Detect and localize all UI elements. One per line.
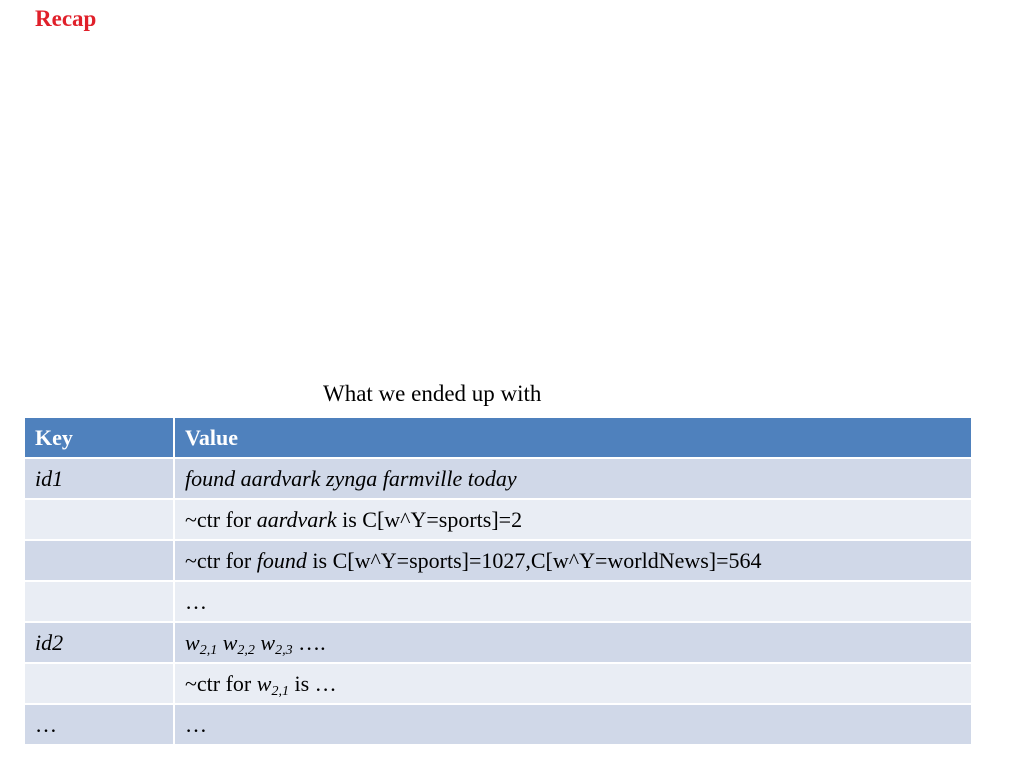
row-key: id2 <box>23 621 175 664</box>
row-value: w2,1 w2,2 w2,3 …. <box>173 621 973 664</box>
row-key: … <box>23 703 175 746</box>
row-key <box>23 498 175 541</box>
key-value-table: Key Value id1 found aardvark zynga farmv… <box>23 416 973 746</box>
value-suffix: …. <box>292 629 326 655</box>
row-value: … <box>173 580 973 623</box>
word-token: w2,1 <box>185 629 218 658</box>
row-key <box>23 539 175 582</box>
value-suffix: is … <box>288 670 337 696</box>
table-row: ~ctr for w2,1 is … <box>23 662 973 705</box>
table-caption: What we ended up with <box>323 381 542 406</box>
header-key: Key <box>23 416 175 459</box>
slide-title: Recap <box>35 6 97 31</box>
table-row: ~ctr for aardvark is C[w^Y=sports]=2 <box>23 498 973 541</box>
header-value: Value <box>173 416 973 459</box>
word-token: w2,2 <box>222 629 255 658</box>
row-value: ~ctr for found is C[w^Y=sports]=1027,C[w… <box>173 539 973 582</box>
word-token: w2,3 <box>260 629 293 658</box>
value-prefix: ~ctr for <box>185 547 257 573</box>
table-row: id2 w2,1 w2,2 w2,3 …. <box>23 621 973 664</box>
row-value: ~ctr for w2,1 is … <box>173 662 973 705</box>
row-key <box>23 662 175 705</box>
row-value: found aardvark zynga farmville today <box>173 457 973 500</box>
value-prefix: ~ctr for <box>185 670 257 696</box>
value-suffix: is C[w^Y=sports]=1027,C[w^Y=worldNews]=5… <box>306 547 762 573</box>
value-term: found <box>256 547 307 573</box>
value-prefix: ~ctr for <box>185 506 257 532</box>
row-value: ~ctr for aardvark is C[w^Y=sports]=2 <box>173 498 973 541</box>
row-key: id1 <box>23 457 175 500</box>
value-term: aardvark <box>256 506 337 532</box>
table-row: … … <box>23 703 973 746</box>
table-row: … <box>23 580 973 623</box>
row-key <box>23 580 175 623</box>
row-value: … <box>173 703 973 746</box>
word-token: w2,1 <box>256 670 289 699</box>
table-header-row: Key Value <box>23 416 973 459</box>
value-suffix: is C[w^Y=sports]=2 <box>336 506 523 532</box>
table-row: id1 found aardvark zynga farmville today <box>23 457 973 500</box>
table-row: ~ctr for found is C[w^Y=sports]=1027,C[w… <box>23 539 973 582</box>
